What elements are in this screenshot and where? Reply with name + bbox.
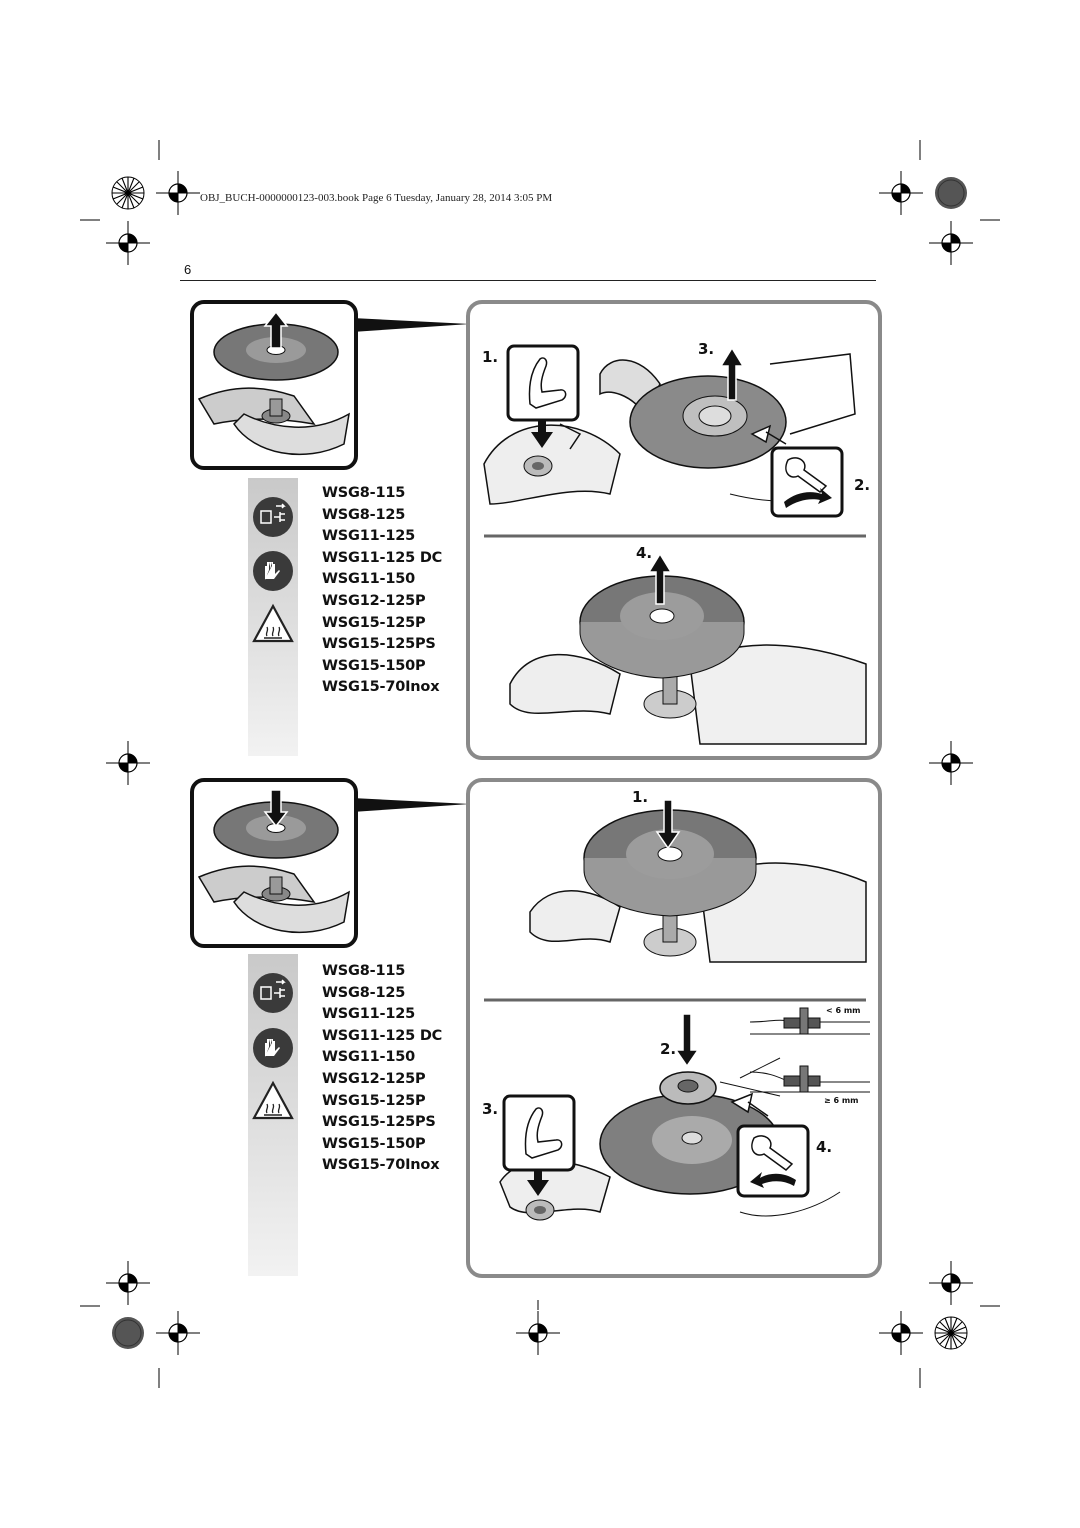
model-item: WSG11-125 [322,528,416,545]
disc-removal-illustration [483,344,867,745]
step-2-label: 2. [660,1040,677,1058]
grinder-thumbnail-illustration [197,310,350,456]
model-item: WSG15-125P [322,614,426,631]
dimension-label-less-than-6mm: < 6 mm [826,1006,861,1015]
thumbnail-remove-disc [190,300,358,470]
gloves-icon [252,550,294,592]
model-list-bottom: WSG8-115 WSG8-125 WSG11-125 WSG11-125 DC… [322,961,442,1177]
model-item: WSG12-125P [322,592,426,609]
callout-connector-top [352,318,470,332]
model-item: WSG11-125 DC [322,1027,443,1044]
thumbnail-mount-disc [190,778,358,948]
step-1-label: 1. [632,788,649,806]
model-item: WSG15-70Inox [322,679,440,696]
unplug-icon [252,972,294,1014]
model-item: WSG15-70Inox [322,1157,440,1174]
hot-surface-warning-icon [252,603,294,645]
model-item: WSG15-125PS [322,636,436,653]
model-item: WSG8-115 [322,963,406,979]
model-item: WSG11-150 [322,1049,416,1066]
step-3-label: 3. [698,340,715,358]
callout-connector-bottom [352,798,470,812]
grinder-thumbnail-illustration [197,789,350,934]
step-3-label: 3. [482,1100,499,1118]
model-item: WSG15-125P [322,1092,426,1109]
model-item: WSG15-125PS [322,1114,436,1131]
panel-disc-removal: 1. 3. 2. 4. [466,300,882,760]
model-item: WSG8-115 [322,485,406,501]
model-item: WSG11-125 DC [322,549,443,566]
model-item: WSG8-125 [322,984,406,1001]
header-rule [180,280,876,281]
header-line: OBJ_BUCH-0000000123-003.book Page 6 Tues… [200,192,553,204]
dimension-label-at-least-6mm: ≥ 6 mm [824,1096,859,1105]
model-item: WSG15-150P [322,657,426,674]
model-item: WSG12-125P [322,1070,426,1087]
model-list-top: WSG8-115 WSG8-125 WSG11-125 WSG11-125 DC… [322,483,442,699]
disc-mounting-illustration [484,799,870,1221]
model-item: WSG15-150P [322,1135,426,1152]
model-item: WSG8-125 [322,506,406,523]
page-number: 6 [184,262,192,277]
model-item: WSG11-125 [322,1006,416,1023]
step-1-label: 1. [482,348,499,366]
model-item: WSG11-150 [322,571,416,588]
unplug-icon [252,496,294,538]
step-4-label: 4. [636,544,653,562]
step-2-label: 2. [854,476,871,494]
gloves-icon [252,1027,294,1069]
hot-surface-warning-icon [252,1080,294,1122]
panel-disc-mounting: 1. 2. 3. 4. < 6 mm ≥ 6 mm [466,778,882,1278]
step-4-label: 4. [816,1138,833,1156]
